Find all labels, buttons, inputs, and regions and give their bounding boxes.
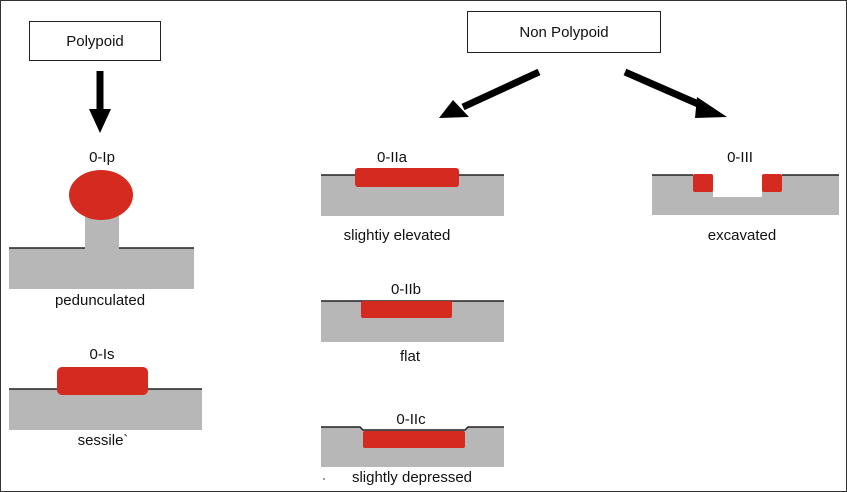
code-iib: 0-IIb xyxy=(390,281,422,298)
code-iii: 0-III xyxy=(727,149,753,166)
desc-ip: pedunculated xyxy=(54,292,146,309)
desc-iii: excavated xyxy=(707,227,777,244)
arrow-down-icon xyxy=(89,71,111,133)
code-is: 0-Is xyxy=(89,346,115,363)
polypoid-header: Polypoid xyxy=(29,21,161,61)
desc-is: sessile` xyxy=(77,432,129,449)
desc-iib: flat xyxy=(399,348,421,365)
code-ip: 0-Ip xyxy=(89,149,115,166)
lesion-iia-illustration xyxy=(321,168,504,216)
non-polypoid-label: Non Polypoid xyxy=(519,23,609,41)
non-polypoid-header: Non Polypoid xyxy=(467,11,661,53)
desc-iia: slightiy elevated xyxy=(343,227,451,244)
lesion-is-illustration xyxy=(9,367,202,430)
lesion-ip-illustration xyxy=(9,170,194,289)
lesion-iii-illustration xyxy=(652,174,839,215)
code-iic: 0-IIc xyxy=(396,411,426,428)
arrow-right-icon xyxy=(623,68,727,118)
polypoid-label: Polypoid xyxy=(66,32,124,50)
lesion-iic-illustration xyxy=(321,426,504,467)
speck xyxy=(323,478,325,480)
lesion-iib-illustration xyxy=(321,300,504,342)
code-iia: 0-IIa xyxy=(376,149,408,166)
arrow-left-icon xyxy=(439,68,541,118)
desc-iic: slightly depressed xyxy=(351,469,473,486)
